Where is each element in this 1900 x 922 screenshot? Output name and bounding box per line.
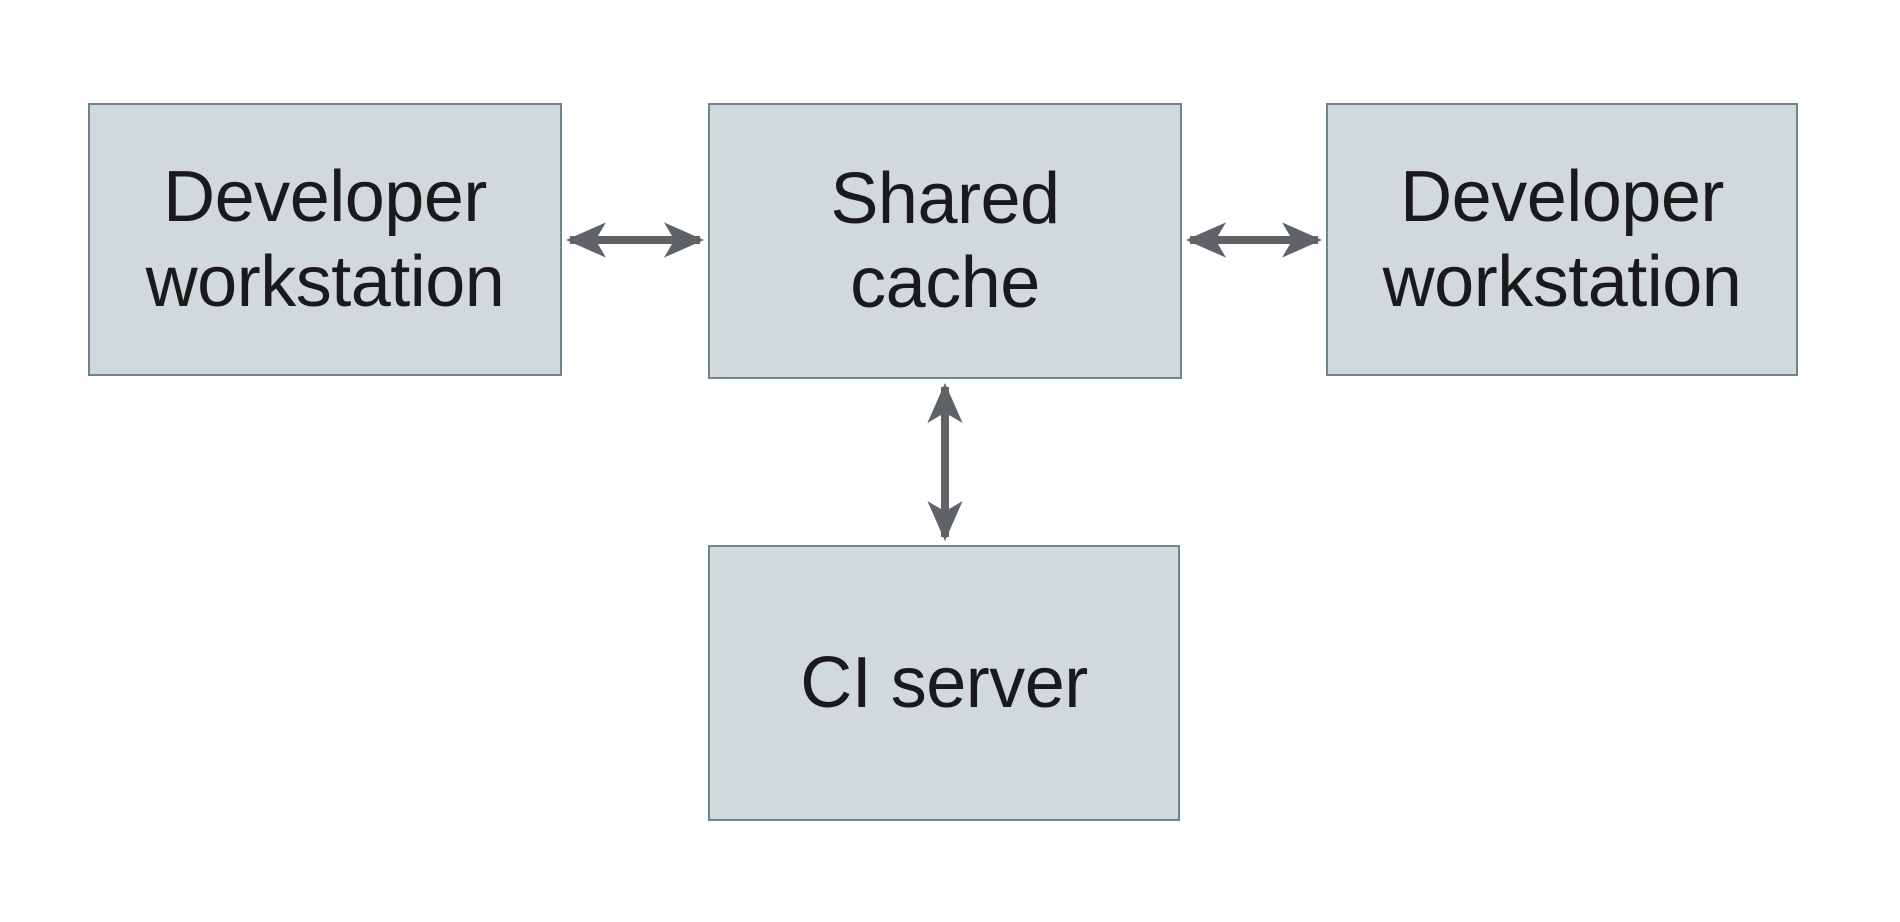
node-developer-workstation-left: Developer workstation <box>88 103 562 376</box>
node-developer-workstation-right: Developer workstation <box>1326 103 1798 376</box>
node-shared-cache: Shared cache <box>708 103 1182 379</box>
double-arrow-icon-right <box>1186 222 1322 258</box>
node-label: Shared cache <box>830 158 1060 323</box>
node-label: Developer workstation <box>145 157 505 322</box>
double-arrow-icon-vertical <box>927 383 963 541</box>
node-ci-server: CI server <box>708 545 1180 821</box>
double-arrow-icon-left <box>566 222 704 258</box>
node-label: Developer workstation <box>1382 157 1742 322</box>
node-label: CI server <box>800 642 1088 723</box>
